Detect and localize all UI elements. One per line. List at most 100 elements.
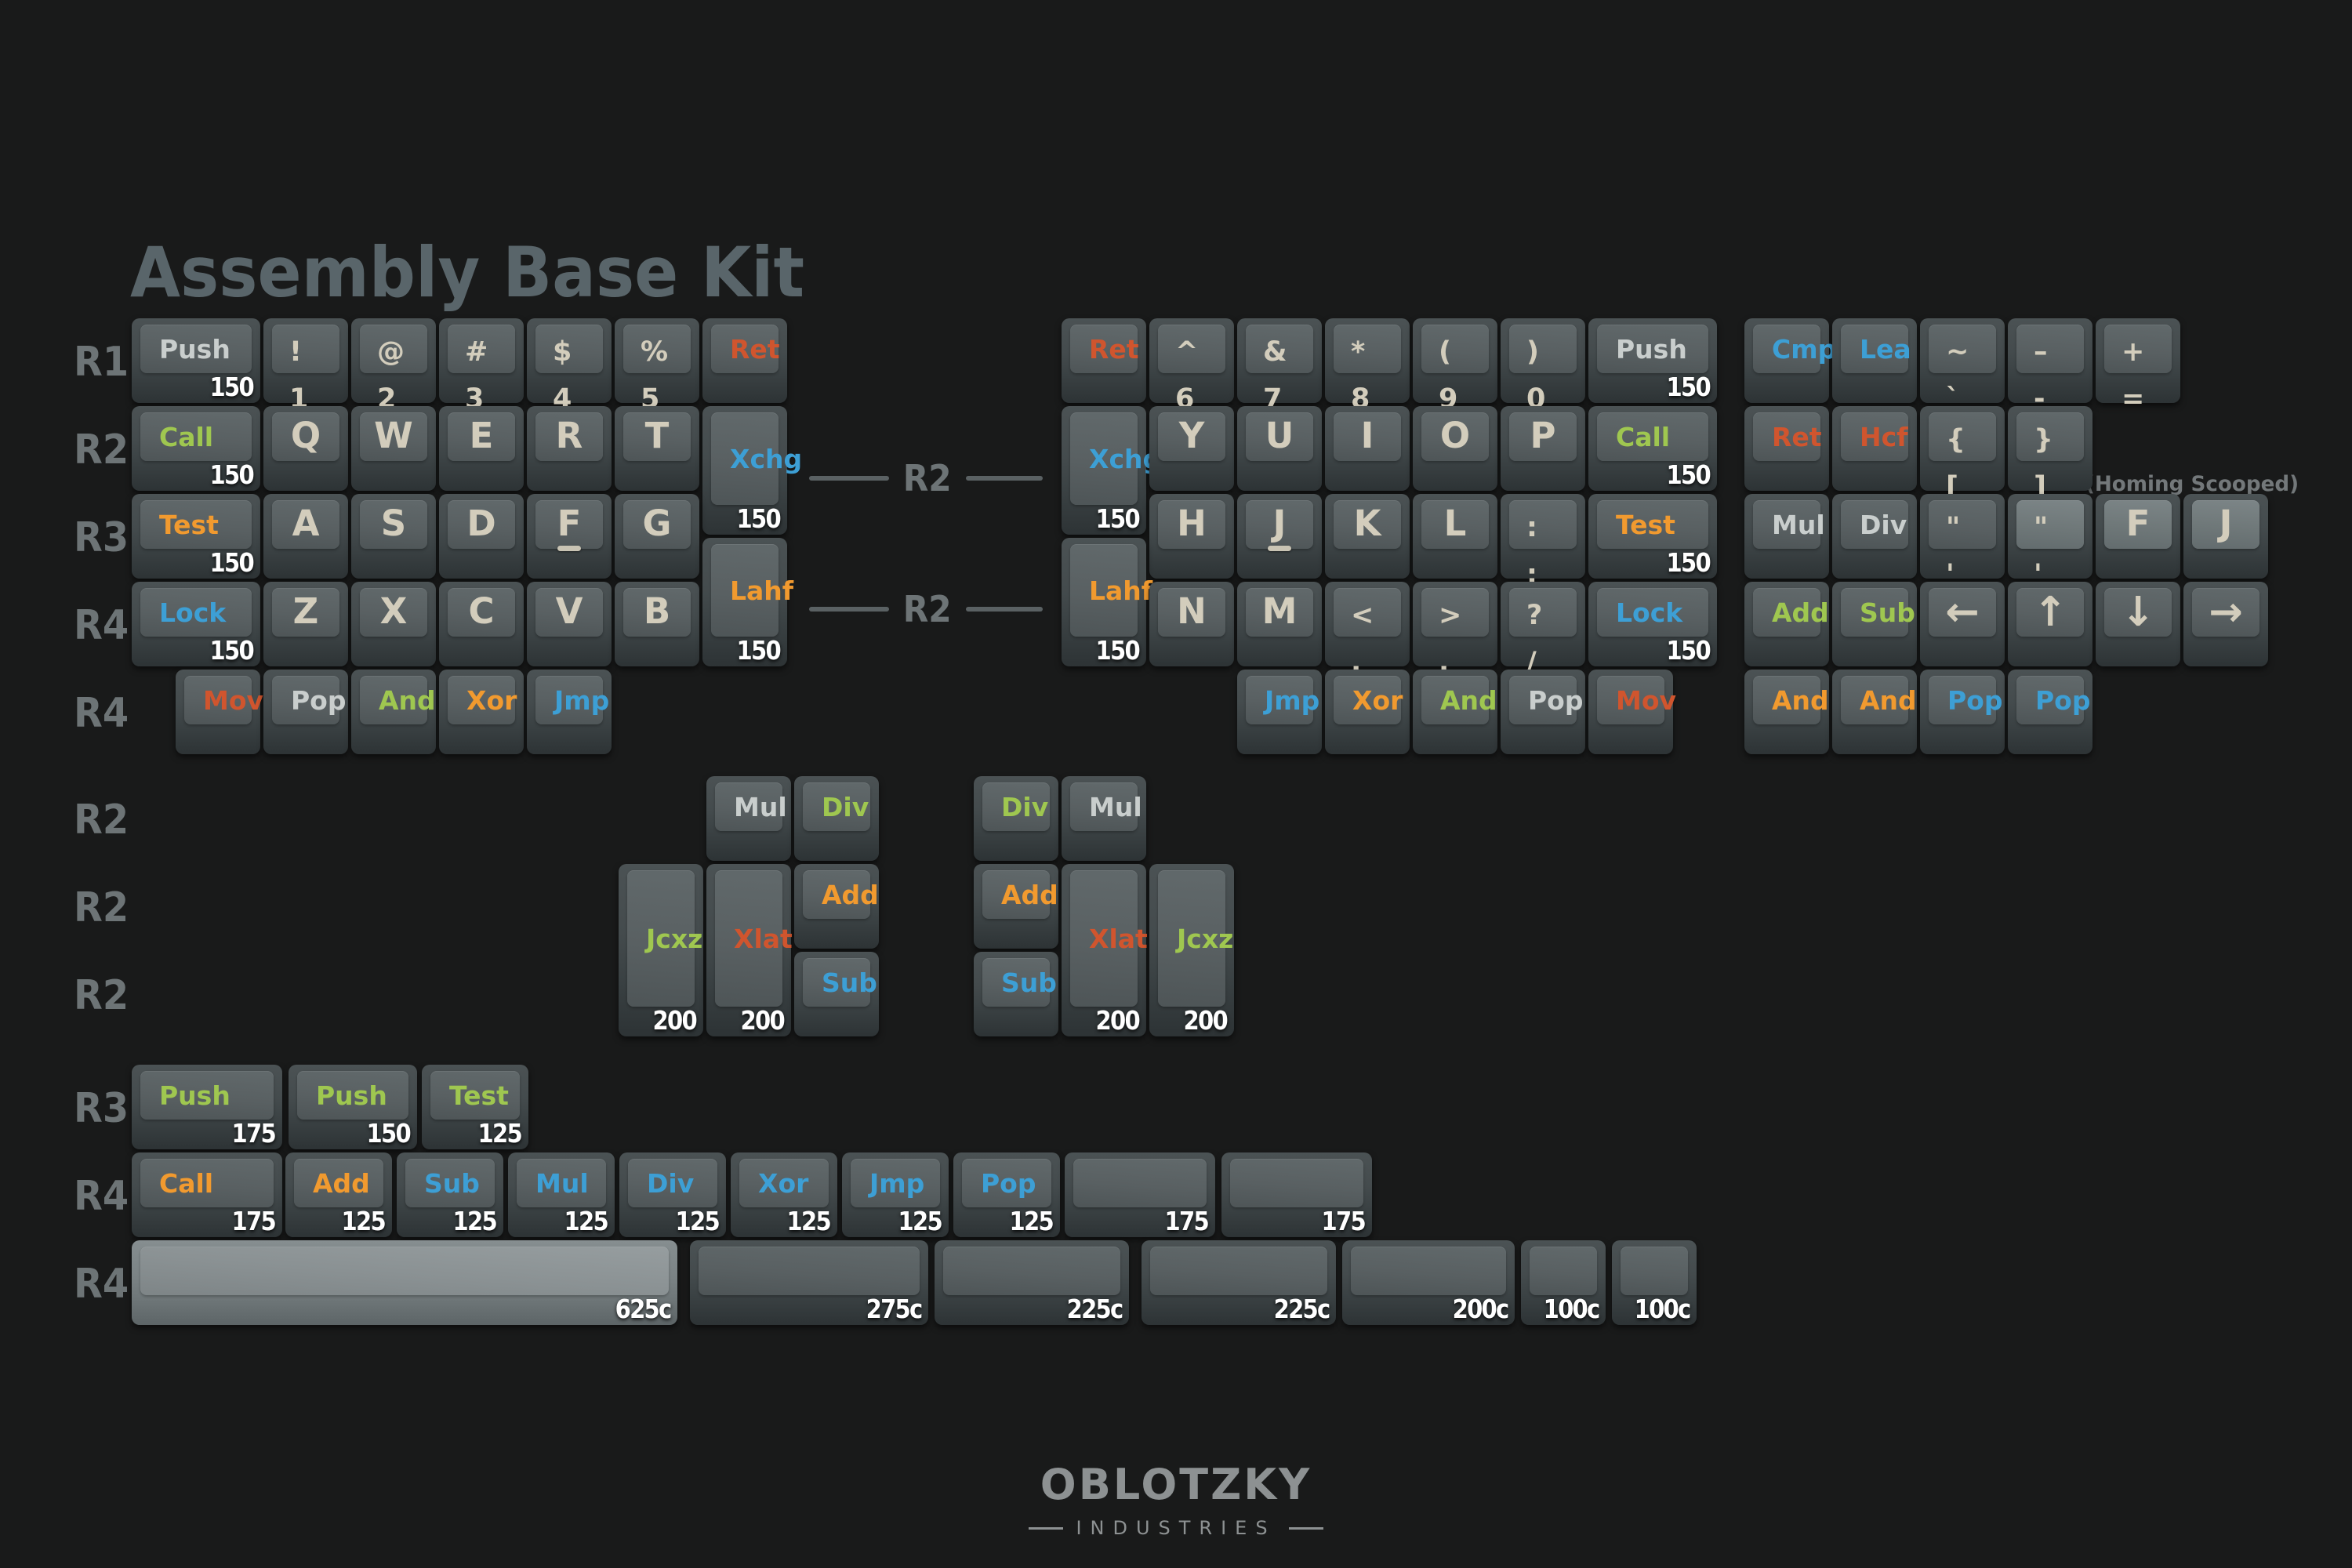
key-legend: Div — [822, 791, 869, 822]
keycap-top: Add — [982, 870, 1058, 919]
keycap-top: Xor — [739, 1159, 829, 1207]
key-legend: Call — [1616, 421, 1671, 452]
keycap-top: Xor — [1334, 676, 1403, 724]
key-legend: V — [555, 590, 583, 632]
key-legend: Q — [290, 415, 321, 456]
keycap-d: D — [439, 494, 524, 579]
homing-scooped-note: (Homing Scooped) — [2085, 472, 2299, 496]
key-legend: ← — [1945, 589, 1980, 636]
key-legend: D — [466, 503, 496, 544]
size-label: 150 — [209, 372, 255, 402]
keycap-b: B — [615, 582, 699, 666]
brand-subtitle: INDUSTRIES — [0, 1517, 2352, 1539]
keycap-top: "' — [1929, 500, 1996, 590]
keycap-l: L — [1413, 494, 1497, 579]
keycap-rbracket: }] — [2008, 406, 2092, 503]
key-legend: Test — [449, 1080, 509, 1111]
keycap-top: :; — [1509, 500, 1577, 590]
keycap-y: Y — [1149, 406, 1234, 491]
keycap-top: <, — [1334, 588, 1401, 678]
keycap-top: Hcf — [1841, 412, 1908, 461]
keycap-k: K — [1325, 494, 1410, 579]
keycap-top: #3 — [448, 325, 515, 415]
size-label: 175 — [1164, 1206, 1210, 1236]
keycap-top: Pop — [2016, 676, 2090, 724]
kit-title: Assembly Base Kit — [130, 232, 805, 313]
key-legend: F — [2125, 503, 2151, 544]
keycap-w: W — [351, 406, 436, 491]
keycap-arrow-right: → — [2183, 582, 2268, 666]
keycap-a: A — [263, 494, 348, 579]
keycap-top: Push — [140, 325, 252, 373]
keycap-pop: Pop — [1501, 670, 1585, 754]
key-legend: W — [374, 415, 413, 456]
connector-label: R2 — [902, 457, 953, 499]
keycap-top — [140, 1247, 669, 1295]
row-label-r4: R4 — [74, 602, 129, 649]
keycap-lbracket: {[ — [1920, 406, 2005, 503]
keycap-top: M — [1246, 588, 1313, 637]
key-legend: Lahf — [1089, 575, 1153, 606]
keycap-add: Add — [974, 864, 1058, 949]
keycap-top: Sub — [405, 1159, 495, 1207]
keycap-mul: Mul — [706, 776, 791, 861]
keycap-top: Lea — [1841, 325, 1911, 373]
keycap-top: }] — [2016, 412, 2084, 503]
homing-bar — [557, 546, 581, 551]
keycap-top: G — [623, 500, 691, 549]
keycap-top: Push — [1597, 325, 1708, 373]
row-label-r2: R2 — [74, 426, 129, 474]
keycap-space-625: 625c — [132, 1240, 677, 1325]
keycap-top: Test — [430, 1071, 520, 1120]
key-legend: Div — [647, 1167, 695, 1199]
keycap-top: Xchg — [1070, 412, 1161, 505]
keycap-top — [943, 1247, 1120, 1295]
key-legend: Add — [313, 1167, 370, 1199]
keycap-top: Mov — [1597, 676, 1676, 724]
keycap-top: "' — [2016, 500, 2084, 590]
keycap-top — [1530, 1247, 1597, 1295]
keycap-sub: Sub — [974, 952, 1058, 1036]
row-label-r4: R4 — [74, 1173, 129, 1220]
keycap-top: D — [448, 500, 515, 549]
key-legend: And — [1772, 684, 1829, 716]
row-label-r4: R4 — [74, 1261, 129, 1308]
keycap-top: Jcxz — [1158, 870, 1233, 1007]
row-label-r2: R2 — [74, 797, 129, 844]
keycap-top: F — [535, 500, 603, 551]
keycap-and: And — [351, 670, 436, 754]
keycap-top: Add — [803, 870, 879, 919]
keycap-v: V — [527, 582, 612, 666]
keycap-8: *8 — [1325, 318, 1410, 415]
connector-line — [966, 476, 1043, 481]
size-label: 150 — [1666, 635, 1711, 666]
keycap-9: (9 — [1413, 318, 1497, 415]
size-label: 150 — [736, 635, 782, 666]
key-legend: Push — [159, 1080, 230, 1111]
keycap-top: >. — [1421, 588, 1489, 678]
key-legend: P — [1530, 415, 1556, 456]
keycap-top: Mov — [184, 676, 263, 724]
keycap-space-100a: 100c — [1521, 1240, 1606, 1325]
size-label: 100c — [1634, 1294, 1691, 1324]
key-legend: C — [468, 590, 495, 632]
key-legend: E — [469, 415, 494, 456]
key-legend: X — [379, 590, 408, 632]
key-legend: $4 — [553, 336, 572, 415]
keycap-top: {[ — [1929, 412, 1996, 503]
keycap-top: Xor — [448, 676, 517, 724]
keycap-2: @2 — [351, 318, 436, 415]
keycap-ret: Ret — [1062, 318, 1146, 403]
keycap-top: W — [360, 412, 427, 461]
keycap-top: Xchg — [711, 412, 802, 505]
size-label: 125 — [675, 1206, 720, 1236]
size-label: 150 — [209, 547, 255, 578]
key-legend: Xor — [758, 1167, 809, 1199]
